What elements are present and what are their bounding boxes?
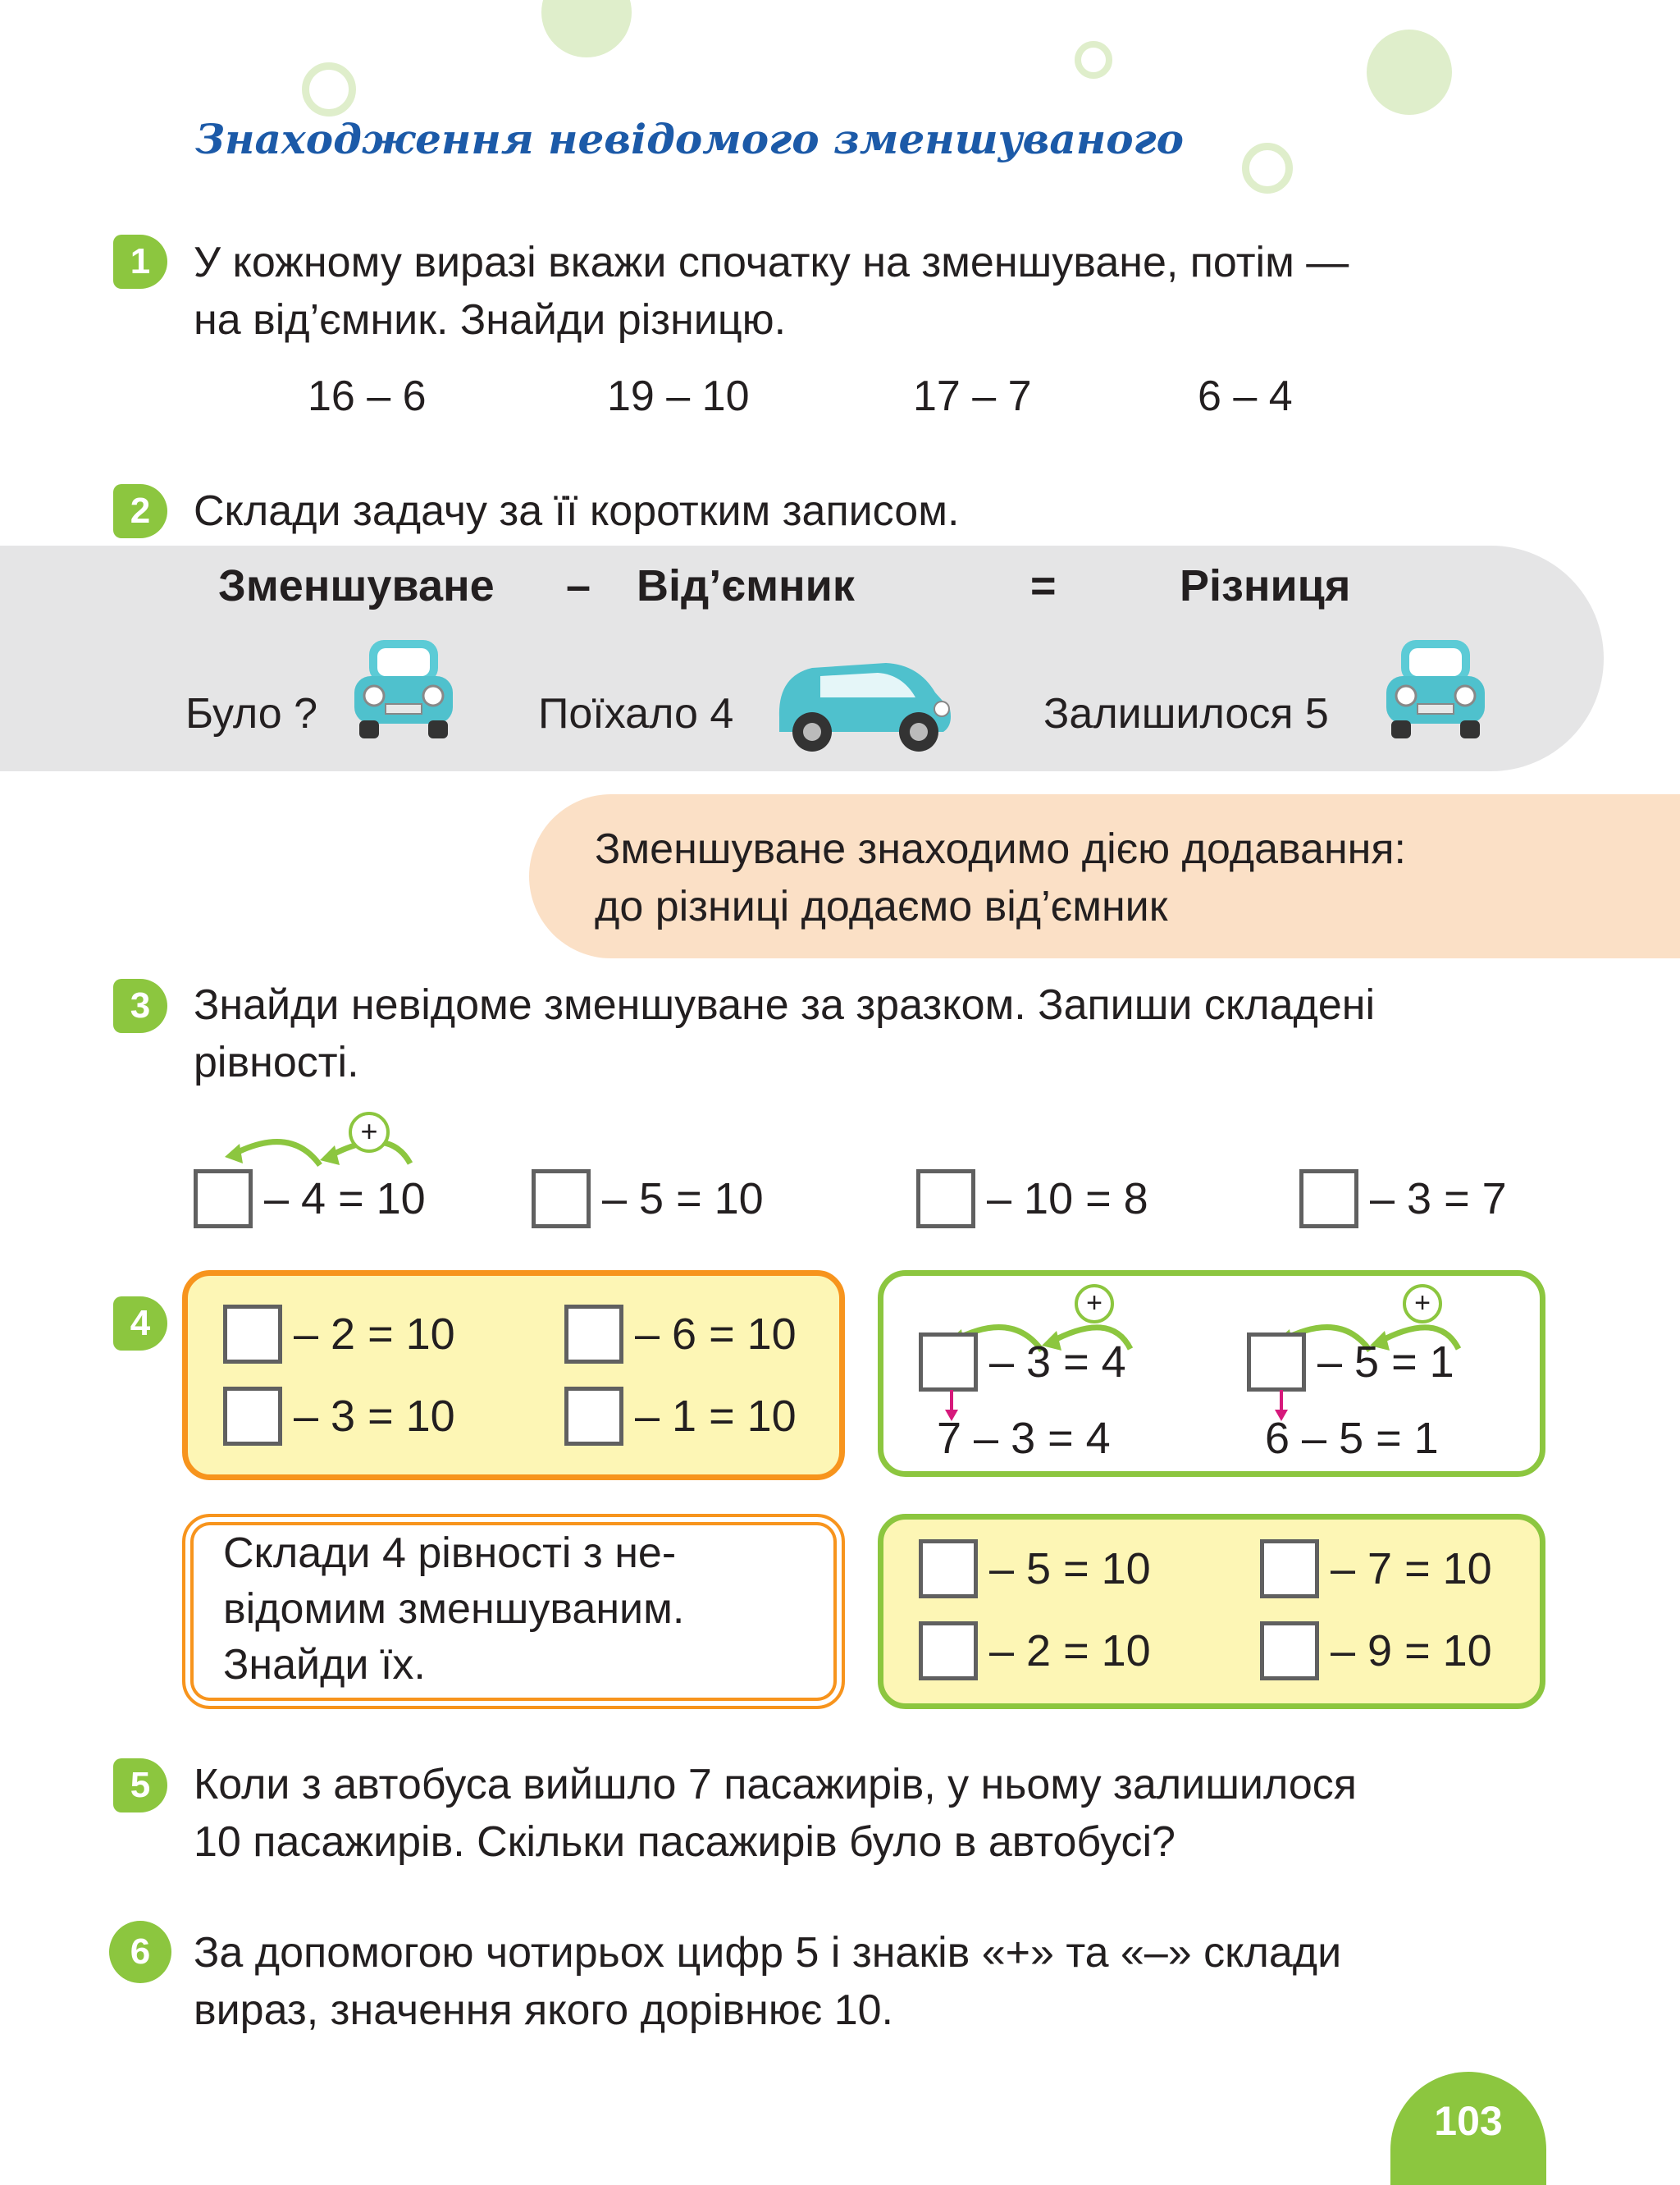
task-number-5: 5 (113, 1758, 167, 1812)
equation-text: – 7 = 10 (1331, 1544, 1492, 1593)
answer-box[interactable] (1247, 1332, 1306, 1392)
equation-text: – 4 = 10 (264, 1174, 426, 1223)
compose-panel (182, 1514, 845, 1709)
compose-line3: Знайди їх. (223, 1641, 426, 1689)
compose-line2: відомим зменшуваним. (223, 1585, 685, 1633)
equation: – 6 = 10 (564, 1305, 797, 1364)
compose-line1: Склади 4 рівності з не- (223, 1529, 677, 1577)
answer-box[interactable] (194, 1169, 253, 1228)
plus-circle: + (349, 1112, 390, 1153)
answer-box[interactable] (564, 1305, 623, 1364)
equation: – 2 = 10 (223, 1305, 455, 1364)
task-number-2: 2 (113, 484, 167, 538)
decor-circle (541, 0, 632, 57)
task1-text-line1: У кожному виразі вкажи спочатку на зменш… (194, 239, 1349, 286)
equation: – 4 = 10 (194, 1169, 426, 1228)
expression: 17 – 7 (913, 373, 1032, 420)
car-side-icon (778, 663, 951, 752)
task5-text-line1: Коли з автобуса вийшло 7 пасажирів, у нь… (194, 1761, 1357, 1808)
decor-circle (1367, 30, 1452, 115)
task2-text: Склади задачу за її коротким записом. (194, 487, 960, 535)
equation: – 3 = 7 (1299, 1169, 1507, 1228)
header-minuend: Зменшуване (218, 561, 495, 610)
task3-text-line1: Знайди невідоме зменшуване за зразком. З… (194, 981, 1376, 1029)
equation-text: – 3 = 4 (989, 1337, 1126, 1387)
equation-text: – 2 = 10 (294, 1310, 455, 1359)
plus-circle: + (1075, 1284, 1114, 1323)
equation: – 5 = 10 (919, 1539, 1151, 1598)
equation-text: – 10 = 8 (987, 1174, 1148, 1223)
car-front-icon (354, 640, 453, 738)
rule-line2: до різниці додаємо від’ємник (595, 883, 1168, 930)
equation: – 2 = 10 (919, 1621, 1151, 1680)
equation-text: – 3 = 7 (1370, 1174, 1507, 1223)
answer-box[interactable] (1299, 1169, 1358, 1228)
answer-box[interactable] (919, 1621, 978, 1680)
header-equals: = (1030, 561, 1057, 610)
task-number-4: 4 (113, 1296, 167, 1351)
answer-box[interactable] (1260, 1621, 1319, 1680)
example-equation: – 5 = 1 (1247, 1332, 1454, 1392)
orange-panel (182, 1270, 845, 1480)
header-subtrahend: Від’ємник (637, 561, 855, 610)
equation: – 3 = 10 (223, 1387, 455, 1446)
equation: – 1 = 10 (564, 1387, 797, 1446)
down-arrow-icon (1275, 1390, 1288, 1421)
rule-box (529, 794, 1680, 958)
header-difference: Різниця (1180, 561, 1351, 610)
answer-box[interactable] (564, 1387, 623, 1446)
decor-ring (1242, 143, 1293, 194)
task-number-6: 6 (113, 1925, 167, 1979)
equation-text: – 5 = 10 (989, 1544, 1151, 1593)
equation-text: – 2 = 10 (989, 1626, 1151, 1675)
expression: 16 – 6 (308, 373, 427, 420)
decor-ring (1075, 41, 1112, 79)
equation-text: – 6 = 10 (635, 1310, 797, 1359)
equation-text: – 5 = 10 (602, 1174, 764, 1223)
answer-box[interactable] (916, 1169, 975, 1228)
task6-text-line2: вираз, значення якого дорівнює 10. (194, 1986, 893, 2034)
answer-box[interactable] (919, 1539, 978, 1598)
example-answer: 7 – 3 = 4 (937, 1414, 1111, 1463)
answer-box[interactable] (1260, 1539, 1319, 1598)
green-panel (878, 1514, 1545, 1709)
equation: – 7 = 10 (1260, 1539, 1492, 1598)
expression: 19 – 10 (607, 373, 750, 420)
answer-box[interactable] (223, 1305, 282, 1364)
task1-text-line2: на від’ємник. Знайди різницю. (194, 296, 787, 344)
rule-line1: Зменшуване знаходимо дією додавання: (595, 825, 1406, 873)
equation-text: – 5 = 1 (1317, 1337, 1454, 1387)
page-number: 103 (1390, 2072, 1546, 2185)
equation-text: – 9 = 10 (1331, 1626, 1492, 1675)
car-front-icon (1386, 640, 1485, 738)
header-minus: – (566, 561, 591, 610)
label-remained: Залишилося 5 (1043, 690, 1329, 738)
task-number-1: 1 (113, 235, 167, 289)
plus-circle: + (1403, 1284, 1442, 1323)
task-number-3: 3 (113, 979, 167, 1033)
equation: – 10 = 8 (916, 1169, 1148, 1228)
page-title: Знаходження невідомого зменшуваного (195, 115, 1185, 163)
equation-text: – 3 = 10 (294, 1392, 455, 1441)
equation: – 9 = 10 (1260, 1621, 1492, 1680)
down-arrow-icon (945, 1390, 958, 1421)
task6-text-line1: За допомогою чотирьох цифр 5 і знаків «+… (194, 1929, 1342, 1977)
equation: – 5 = 10 (532, 1169, 764, 1228)
expression: 6 – 4 (1198, 373, 1293, 420)
example-equation: – 3 = 4 (919, 1332, 1126, 1392)
label-was: Було ? (185, 690, 318, 738)
task3-text-line2: рівності. (194, 1039, 359, 1086)
label-left: Поїхало 4 (538, 690, 734, 738)
equation-text: – 1 = 10 (635, 1392, 797, 1441)
example-answer: 6 – 5 = 1 (1265, 1414, 1439, 1463)
task5-text-line2: 10 пасажирів. Скільки пасажирів було в а… (194, 1818, 1176, 1866)
answer-box[interactable] (919, 1332, 978, 1392)
answer-box[interactable] (223, 1387, 282, 1446)
answer-box[interactable] (532, 1169, 591, 1228)
decor-ring (302, 62, 356, 117)
